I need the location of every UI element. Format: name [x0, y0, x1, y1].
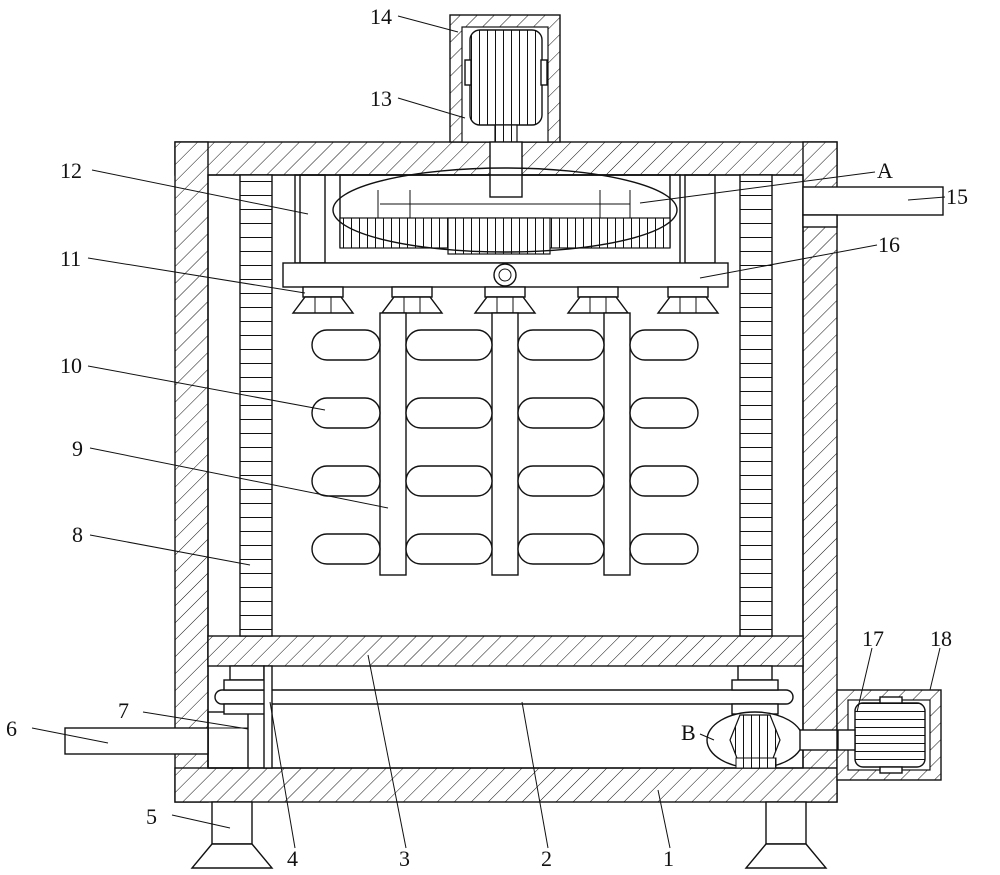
label-B: B: [681, 720, 696, 745]
label-17: 17: [862, 626, 884, 651]
label-12: 12: [60, 158, 82, 183]
inlet-pipe: [803, 187, 943, 227]
label-4: 4: [287, 846, 298, 871]
spray-nozzles: [293, 287, 718, 313]
label-11: 11: [60, 246, 81, 271]
label-1: 1: [663, 846, 674, 871]
label-13: 13: [370, 86, 392, 111]
label-14: 14: [370, 4, 392, 29]
label-6: 6: [6, 716, 17, 741]
label-18: 18: [930, 626, 952, 651]
label-2: 2: [541, 846, 552, 871]
partition-plate: [208, 636, 803, 666]
label-16: 16: [878, 232, 900, 257]
belt-drive: [215, 666, 793, 768]
distribution-pipe: [283, 263, 728, 287]
label-10: 10: [60, 353, 82, 378]
label-A: A: [877, 158, 893, 183]
label-7: 7: [118, 698, 129, 723]
label-5: 5: [146, 804, 157, 829]
label-15: 15: [946, 184, 968, 209]
side-motor-assembly: [837, 690, 941, 780]
label-3: 3: [399, 846, 410, 871]
label-8: 8: [72, 522, 83, 547]
label-9: 9: [72, 436, 83, 461]
